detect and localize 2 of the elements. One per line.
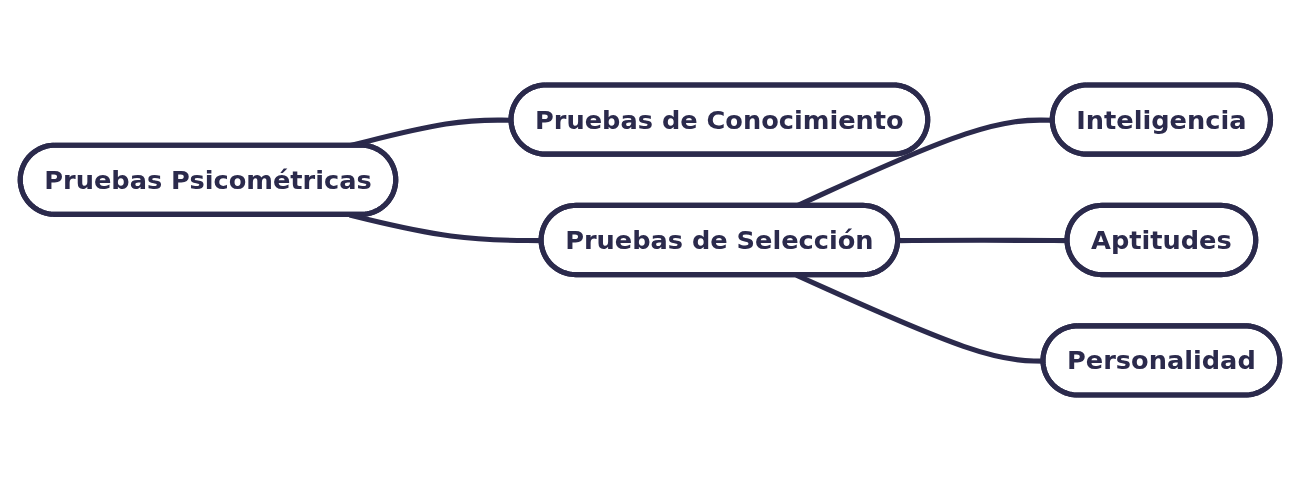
connector [897,237,1068,244]
diagram: Pruebas Psicométricas Pruebas de Conocimiento Pruebas de Selección Inteligencia Aptitudes Personalidad [9,5,1290,475]
